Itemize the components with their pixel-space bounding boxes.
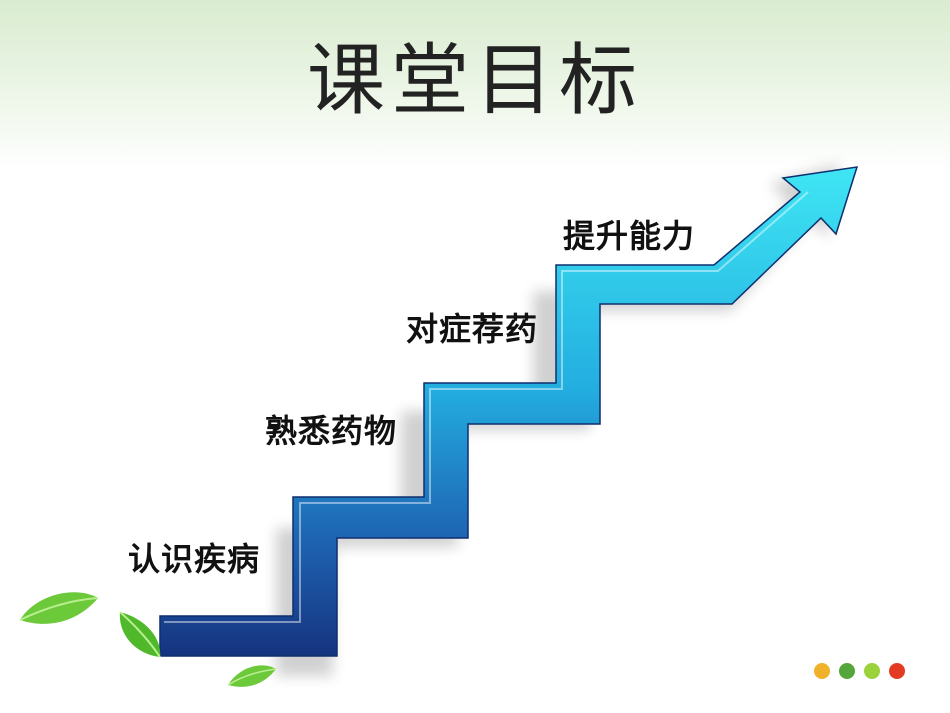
dot-icon bbox=[814, 663, 830, 679]
slide-title: 课堂目标 bbox=[306, 36, 643, 126]
dot-icon bbox=[864, 663, 880, 679]
step-label-3: 对症荐药 bbox=[406, 310, 539, 348]
stair-highlight bbox=[164, 191, 809, 623]
dot-icon bbox=[839, 663, 855, 679]
leaf-icon bbox=[119, 611, 161, 658]
step-label-1: 认识疾病 bbox=[128, 540, 261, 578]
step-label-4: 提升能力 bbox=[563, 217, 696, 255]
leaf-icon bbox=[19, 592, 99, 624]
stair-arrow bbox=[159, 166, 859, 657]
dot-icon bbox=[889, 663, 905, 679]
leaf-icon bbox=[227, 665, 277, 687]
step-label-2: 熟悉药物 bbox=[265, 412, 398, 450]
header-band bbox=[0, 0, 950, 170]
decorative-dots bbox=[814, 663, 905, 679]
